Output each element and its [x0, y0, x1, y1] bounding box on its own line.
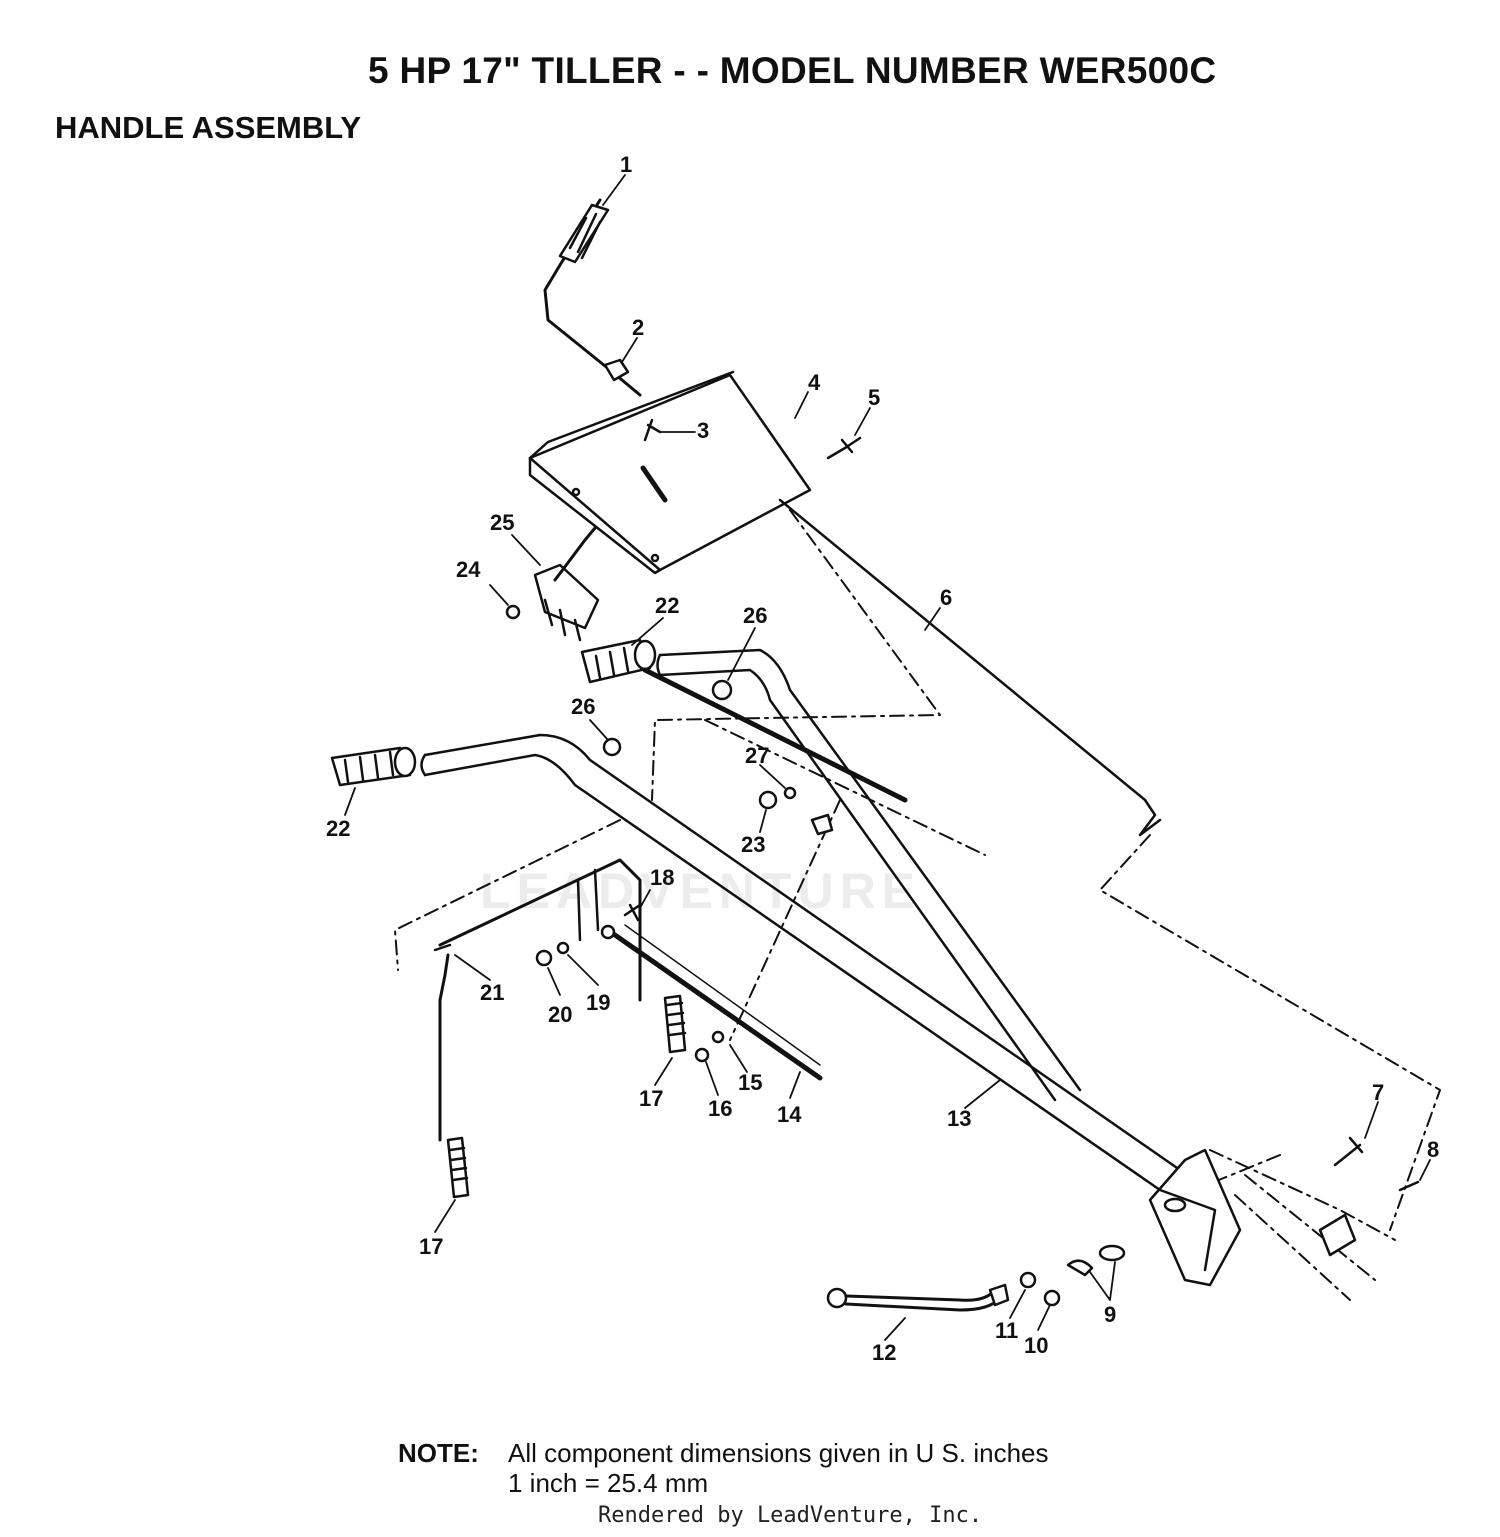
callout-13: 13: [947, 1106, 971, 1131]
nut-part-2: [603, 358, 630, 382]
bracket-part-25: [533, 526, 600, 642]
leader-lines: [344, 174, 1431, 1341]
callout-7: 7: [1372, 1080, 1384, 1105]
callout-2: 2: [632, 315, 644, 340]
nut-part-20: [535, 949, 553, 967]
washer-part-11: [1019, 1271, 1037, 1289]
page-title: 5 HP 17" TILLER - - MODEL NUMBER WER500C: [368, 50, 1217, 91]
panel-part-4: [528, 370, 812, 575]
note-label: NOTE:: [398, 1438, 479, 1468]
callout-26-lower: 26: [571, 694, 595, 719]
callout-23: 23: [741, 832, 765, 857]
callout-14: 14: [777, 1102, 802, 1127]
callout-8: 8: [1427, 1137, 1439, 1162]
footer-credit: Rendered by LeadVenture, Inc.: [598, 1503, 983, 1528]
spring-part-17-lower: [446, 1136, 470, 1199]
callout-16: 16: [708, 1096, 732, 1121]
callout-17-upper: 17: [639, 1086, 663, 1111]
washer-part-27: [783, 786, 797, 800]
mounting-bracket: [1148, 1148, 1242, 1287]
note: NOTE: All component dimensions given in U…: [398, 1438, 1049, 1498]
note-line-1: All component dimensions given in U S. i…: [508, 1438, 1049, 1468]
nut-part-26-upper: [711, 679, 733, 701]
bolt-part-5: [826, 436, 862, 460]
callout-18: 18: [650, 865, 674, 890]
grip-upper-part-22: [580, 638, 657, 684]
callouts: 1 2 3 4 5 6 7 8 9 10 11 12 13 14 15 16 1…: [326, 152, 1439, 1365]
callout-27: 27: [745, 743, 769, 768]
nut-part-10: [1043, 1289, 1061, 1307]
callout-3: 3: [697, 418, 709, 443]
callout-17-lower: 17: [419, 1234, 443, 1259]
callout-19: 19: [586, 990, 610, 1015]
callout-1: 1: [620, 152, 632, 177]
callout-11: 11: [995, 1318, 1018, 1343]
callout-4: 4: [808, 370, 821, 395]
callout-21: 21: [480, 980, 504, 1005]
bolt-part-18: [623, 903, 642, 922]
nut-part-26-lower: [602, 737, 622, 757]
clevis: [600, 924, 616, 940]
callout-25: 25: [490, 510, 514, 535]
knuckle: [1318, 1213, 1357, 1257]
callout-24: 24: [456, 557, 481, 582]
control-arm-part-21: [433, 858, 642, 1142]
washer-part-19: [556, 941, 570, 955]
callout-9: 9: [1104, 1302, 1116, 1327]
callout-22-upper: 22: [655, 593, 679, 618]
callout-5: 5: [868, 385, 880, 410]
callout-20: 20: [548, 1002, 572, 1027]
spring-part-17-upper: [663, 994, 687, 1054]
callout-12: 12: [872, 1340, 896, 1365]
section-title: HANDLE ASSEMBLY: [55, 110, 362, 145]
callout-6: 6: [940, 585, 952, 610]
bushing-part-9: [1066, 1244, 1126, 1277]
callout-10: 10: [1024, 1333, 1048, 1358]
callout-26-upper: 26: [743, 603, 767, 628]
nut-part-24: [505, 604, 521, 620]
pin-part-8: [1398, 1180, 1420, 1192]
handle-tube-part-13: [420, 648, 1182, 1192]
long-rod-part-6: [778, 498, 1162, 837]
nut-part-16: [694, 1047, 710, 1063]
callout-15: 15: [738, 1070, 762, 1095]
clip: [810, 813, 834, 836]
note-line-2: 1 inch = 25.4 mm: [508, 1468, 709, 1498]
washer-part-15: [711, 1030, 725, 1044]
control-rod-part-1: [543, 198, 642, 397]
cable-part-14: [612, 667, 908, 1081]
bolt-part-3: [643, 418, 662, 442]
bolt-part-7: [1333, 1136, 1364, 1167]
nut-part-23: [758, 790, 778, 810]
shift-lever-part-12: [826, 1283, 1010, 1312]
callout-22-lower: 22: [326, 816, 350, 841]
grip-lower-part-22: [330, 746, 417, 787]
